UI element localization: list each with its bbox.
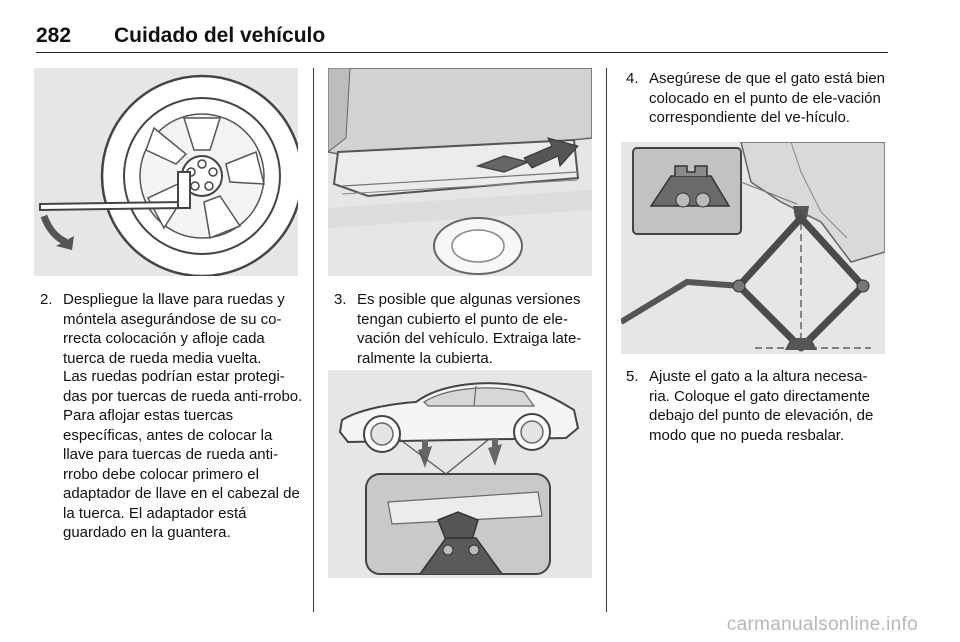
lifting-point-cover-illustration (328, 68, 592, 276)
step-text: Ajuste el gato a la altura necesa-ria. C… (649, 368, 874, 444)
wheel-wrench-illustration (34, 68, 298, 276)
watermark: carmanualsonline.info (726, 614, 918, 635)
step-number: 5. (626, 368, 639, 385)
column-divider-left (313, 68, 314, 612)
anti-theft-note: Las ruedas podrían estar protegi-das por… (63, 368, 303, 541)
page-header: 282 Cuidado del vehículo (36, 22, 888, 53)
page-number: 282 (36, 24, 72, 47)
step-2: 2. Despliegue la llave para ruedas y món… (40, 290, 302, 370)
step-5: 5. Ajuste el gato a la altura necesa-ria… (626, 367, 888, 447)
step-number: 2. (40, 291, 53, 308)
step-3: 3. Es posible que algunas versiones teng… (334, 290, 596, 370)
scissor-jack-illustration (621, 142, 885, 354)
step-number: 3. (334, 291, 347, 308)
step-text: Es posible que algunas versiones tengan … (357, 291, 582, 367)
column-divider-right (606, 68, 607, 612)
step-4: 4. Asegúrese de que el gato está bien co… (626, 69, 888, 149)
step-text: Despliegue la llave para ruedas y móntel… (63, 291, 285, 367)
step-text: Asegúrese de que el gato está bien coloc… (649, 70, 886, 126)
step-number: 4. (626, 70, 639, 87)
car-jacking-points-illustration (328, 370, 592, 578)
page-title: Cuidado del vehículo (114, 24, 326, 47)
